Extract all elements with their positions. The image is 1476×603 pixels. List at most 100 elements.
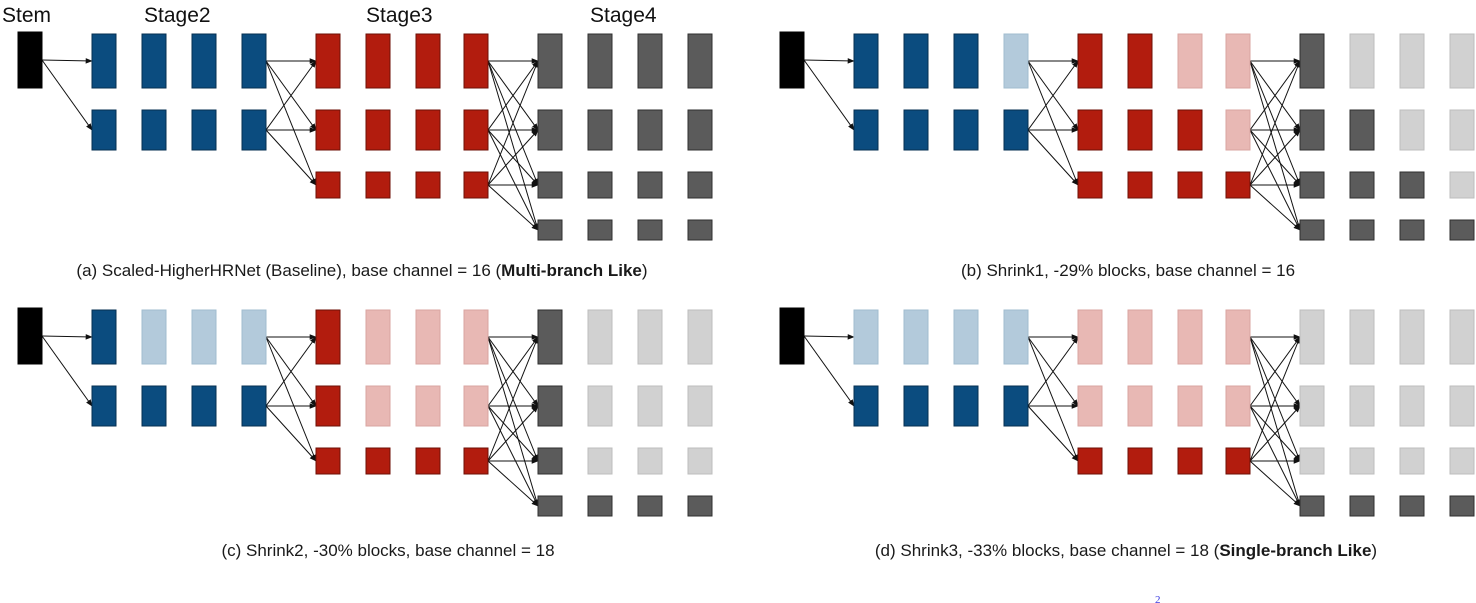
stage4-block-r4-c2 xyxy=(587,495,613,517)
fusion-arrow xyxy=(487,184,539,231)
stage2-block-r2-c4 xyxy=(1003,109,1029,151)
stage4-block-r1-c4-pruned xyxy=(1449,309,1475,365)
stage4-block-r2-c4-pruned xyxy=(1449,385,1475,427)
stage4-block-r3-c1 xyxy=(537,447,563,475)
stage4-block-r4-c3 xyxy=(1399,495,1425,517)
stage3-block-r2-c3 xyxy=(415,109,441,151)
stage3-block-r3-c1 xyxy=(315,171,341,199)
stage3-header: Stage3 xyxy=(366,4,433,27)
panel-c xyxy=(17,307,713,517)
stage4-block-r3-c1 xyxy=(537,171,563,199)
stem-block xyxy=(17,307,43,365)
stage2-header: Stage2 xyxy=(144,4,211,27)
stage2-block-r1-c2-pruned xyxy=(903,309,929,365)
stage3-block-r3-c2 xyxy=(1127,171,1153,199)
stage2-block-r1-c2 xyxy=(141,33,167,89)
stage3-block-r3-c4 xyxy=(1225,447,1251,475)
stage4-block-r3-c1 xyxy=(1299,171,1325,199)
stage4-block-r2-c2-pruned xyxy=(1349,385,1375,427)
stage3-block-r2-c2 xyxy=(1127,109,1153,151)
stage4-block-r2-c1 xyxy=(1299,109,1325,151)
panel-d xyxy=(779,307,1475,517)
fusion-arrow xyxy=(1249,460,1301,507)
stage2-block-r2-c1 xyxy=(853,109,879,151)
stage3-block-r2-c2-pruned xyxy=(365,385,391,427)
fusion-arrow xyxy=(487,336,539,407)
stage2-block-r1-c4 xyxy=(241,33,267,89)
stage3-block-r3-c2 xyxy=(365,171,391,199)
fusion-arrow xyxy=(1249,405,1301,507)
stage3-block-r2-c3-pruned xyxy=(415,385,441,427)
stage3-block-r3-c3 xyxy=(415,171,441,199)
fusion-arrow xyxy=(1027,60,1079,131)
stage4-block-r4-c3 xyxy=(1399,219,1425,241)
stage3-block-r1-c3-pruned xyxy=(1177,33,1203,89)
stage4-block-r2-c3-pruned xyxy=(1399,385,1425,427)
stage3-block-r3-c4 xyxy=(463,171,489,199)
fusion-arrow xyxy=(265,129,317,186)
stem-arrow xyxy=(41,334,93,340)
stage4-block-r2-c4-pruned xyxy=(687,385,713,427)
stage3-block-r2-c2 xyxy=(365,109,391,151)
fusion-arrow xyxy=(487,129,539,231)
fusion-arrow xyxy=(265,60,317,186)
stage3-block-r2-c1-pruned xyxy=(1077,385,1103,427)
stage4-block-r3-c4-pruned xyxy=(1449,447,1475,475)
stage4-block-r4-c4 xyxy=(687,219,713,241)
stage3-block-r3-c3 xyxy=(1177,447,1203,475)
fusion-arrow xyxy=(1249,60,1301,231)
stage3-block-r1-c2 xyxy=(1127,33,1153,89)
stage3-block-r2-c1 xyxy=(315,109,341,151)
stem-arrow xyxy=(803,59,855,131)
stage3-block-r1-c3 xyxy=(415,33,441,89)
footnote-mark: 2 xyxy=(1155,594,1161,603)
stage4-block-r2-c2 xyxy=(1349,109,1375,151)
stage4-block-r3-c3 xyxy=(637,171,663,199)
stage4-block-r1-c4-pruned xyxy=(1449,33,1475,89)
stage4-block-r1-c3 xyxy=(637,33,663,89)
stage3-block-r1-c4-pruned xyxy=(463,309,489,365)
fusion-arrow xyxy=(1249,129,1301,231)
fusion-arrow xyxy=(487,405,539,462)
stage2-block-r1-c2-pruned xyxy=(141,309,167,365)
caption-c: (c) Shrink2, -30% blocks, base channel =… xyxy=(221,541,554,560)
stem-block xyxy=(779,31,805,89)
stage2-block-r2-c2 xyxy=(141,109,167,151)
stem-arrow xyxy=(803,335,855,407)
stage4-block-r3-c4-pruned xyxy=(687,447,713,475)
stage3-block-r3-c1 xyxy=(315,447,341,475)
stage4-block-r2-c3-pruned xyxy=(1399,109,1425,151)
fusion-arrow xyxy=(1027,336,1079,407)
stage3-block-r2-c1 xyxy=(1077,109,1103,151)
stem-arrow xyxy=(803,334,855,340)
stage4-block-r1-c1 xyxy=(537,33,563,89)
fusion-arrow xyxy=(1027,60,1079,186)
stage4-block-r1-c4-pruned xyxy=(687,309,713,365)
stage4-block-r2-c3-pruned xyxy=(637,385,663,427)
stage4-block-r3-c3-pruned xyxy=(1399,447,1425,475)
stage4-block-r1-c2 xyxy=(587,33,613,89)
stage2-block-r1-c1 xyxy=(91,309,117,365)
panel-a xyxy=(17,31,713,241)
fusion-arrow xyxy=(1249,405,1301,462)
stage2-block-r1-c4-pruned xyxy=(241,309,267,365)
stage4-block-r1-c3-pruned xyxy=(1399,33,1425,89)
stage3-block-r1-c4 xyxy=(463,33,489,89)
stage4-block-r1-c4 xyxy=(687,33,713,89)
fusion-arrow xyxy=(487,60,539,186)
stage3-block-r1-c2-pruned xyxy=(365,309,391,365)
stage4-header: Stage4 xyxy=(590,4,657,27)
stage3-block-r3-c3 xyxy=(1177,171,1203,199)
stage2-block-r2-c3 xyxy=(191,385,217,427)
stage4-block-r3-c2 xyxy=(1349,171,1375,199)
stage4-block-r3-c4 xyxy=(687,171,713,199)
stage2-block-r2-c3 xyxy=(953,109,979,151)
stage4-block-r4-c1 xyxy=(537,495,563,517)
fusion-arrow xyxy=(1249,129,1301,186)
stage3-block-r3-c1 xyxy=(1077,171,1103,199)
stem-arrow xyxy=(41,335,93,407)
stage4-block-r1-c2-pruned xyxy=(1349,309,1375,365)
stage4-block-r3-c1-pruned xyxy=(1299,447,1325,475)
stage3-block-r1-c3-pruned xyxy=(415,309,441,365)
